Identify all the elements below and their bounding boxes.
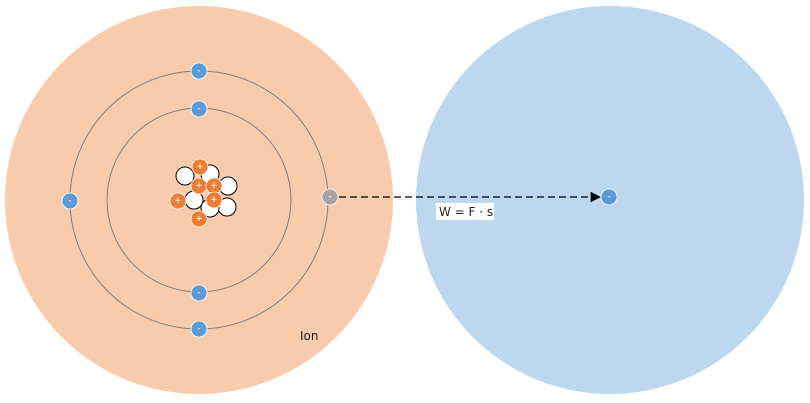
proton-sign: +: [195, 214, 203, 224]
work-label-box: [436, 203, 494, 220]
work-label: W = F · s: [439, 205, 493, 219]
electron: -: [190, 284, 208, 302]
neutron: [175, 166, 195, 186]
removed-electron-position: -: [321, 188, 339, 206]
electron-sign: -: [328, 192, 331, 202]
electron-sign: -: [68, 196, 71, 206]
proton-sign: +: [210, 195, 218, 205]
proton-sign: +: [195, 181, 203, 191]
electron: -: [190, 100, 208, 118]
electron-sign: -: [197, 324, 200, 334]
electron-sign: -: [607, 192, 610, 202]
proton: +: [190, 177, 208, 195]
nucleus: + + + + + +: [169, 158, 238, 228]
electron-sign: -: [197, 104, 200, 114]
electron: -: [190, 320, 208, 338]
proton: +: [191, 158, 209, 176]
ion-label: Ion: [300, 329, 319, 343]
electron: -: [190, 62, 208, 80]
proton-sign: +: [196, 162, 204, 172]
electron: -: [61, 192, 79, 210]
proton-sign: +: [210, 181, 218, 191]
proton: +: [190, 210, 208, 228]
proton-sign: +: [174, 196, 182, 206]
freed-electron: -: [600, 188, 618, 206]
proton: +: [205, 191, 223, 209]
electron-sign: -: [197, 66, 200, 76]
electron-sign: -: [197, 288, 200, 298]
proton: +: [169, 192, 187, 210]
